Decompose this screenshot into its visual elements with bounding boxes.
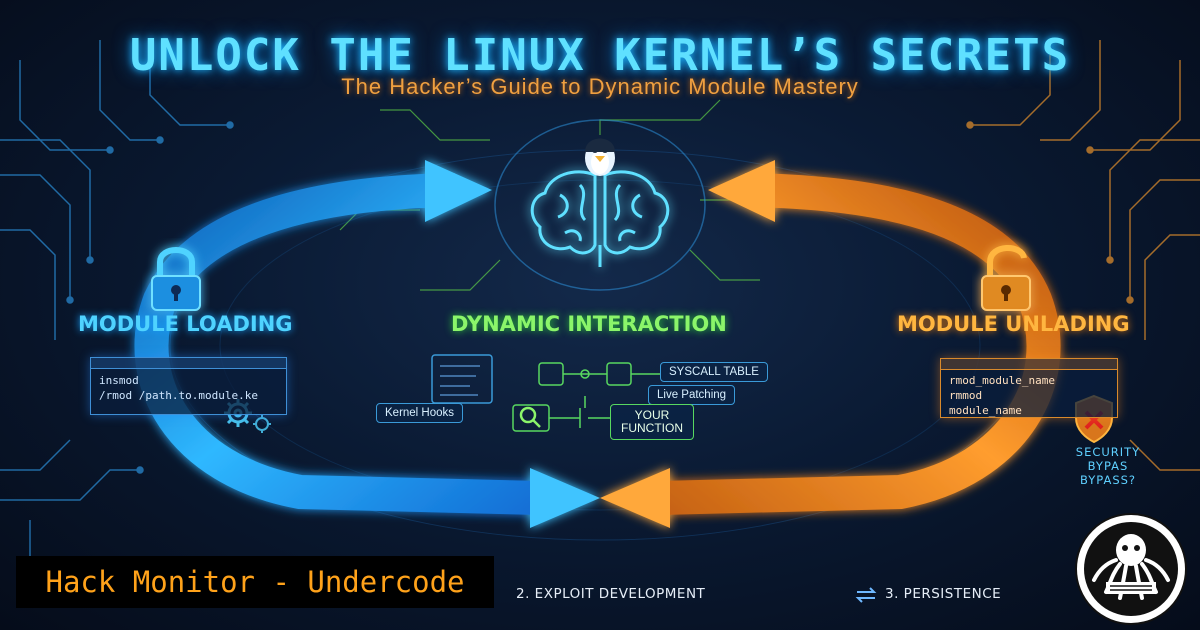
step-exploit-development: 2. EXPLOIT DEVELOPMENT <box>516 586 706 602</box>
your-function-tag: YOUR FUNCTION <box>610 404 694 440</box>
loading-terminal: insmod /rmod /path.to.module.ke <box>90 357 287 415</box>
terminal-titlebar <box>941 359 1117 370</box>
page-subtitle: The Hacker’s Guide to Dynamic Module Mas… <box>341 74 859 99</box>
security-line: BYPASS? <box>1079 473 1137 487</box>
page-title: UNLOCK THE LINUX KERNEL’S SECRETS <box>129 30 1071 81</box>
step-persistence: 3. PERSISTENCE <box>885 586 1002 602</box>
security-line: SECURITY <box>1075 445 1141 459</box>
unlock-icon <box>981 244 1031 311</box>
security-line: BYPAS <box>1087 459 1129 473</box>
sync-icon <box>855 587 877 603</box>
terminal-line: insmod <box>99 374 139 387</box>
terminal-titlebar <box>91 358 286 369</box>
terminal-line: /rmod /path.to.module.ke <box>99 389 258 402</box>
security-bypass-text: SECURITY BYPAS BYPASS? <box>1056 445 1160 487</box>
unloading-terminal: rmod_module_name rmmod module_name <box>940 358 1118 418</box>
module-unloading-label: MODULE UNLADING <box>897 312 1130 336</box>
live-patching-tag: Live Patching <box>648 385 736 405</box>
module-loading-label: MODULE LOADING <box>78 312 293 336</box>
syscall-table-tag: SYSCALL TABLE <box>660 362 768 382</box>
hack-monitor-banner: Hack Monitor - Undercode <box>16 556 494 608</box>
terminal-line: module_name <box>949 404 1022 417</box>
magnifier-icon <box>519 406 541 428</box>
unloading-arrow <box>600 160 1061 528</box>
terminal-line: rmmod <box>949 389 983 402</box>
circuit-lines-right <box>966 40 1200 471</box>
brain-icon <box>530 170 670 267</box>
gear-icon-small <box>253 415 271 433</box>
kernel-hooks-tag: Kernel Hooks <box>376 403 464 423</box>
banner-text: Hack Monitor - Undercode <box>45 565 465 599</box>
lock-icon <box>151 247 201 311</box>
tux-icon <box>585 138 615 176</box>
circuit-lines-left <box>0 40 234 580</box>
octopus-logo-icon <box>1075 513 1187 625</box>
interaction-diagram <box>431 354 660 432</box>
dynamic-interaction-label: DYNAMIC INTERACTION <box>451 312 727 336</box>
terminal-line: rmod_module_name <box>949 374 1055 387</box>
